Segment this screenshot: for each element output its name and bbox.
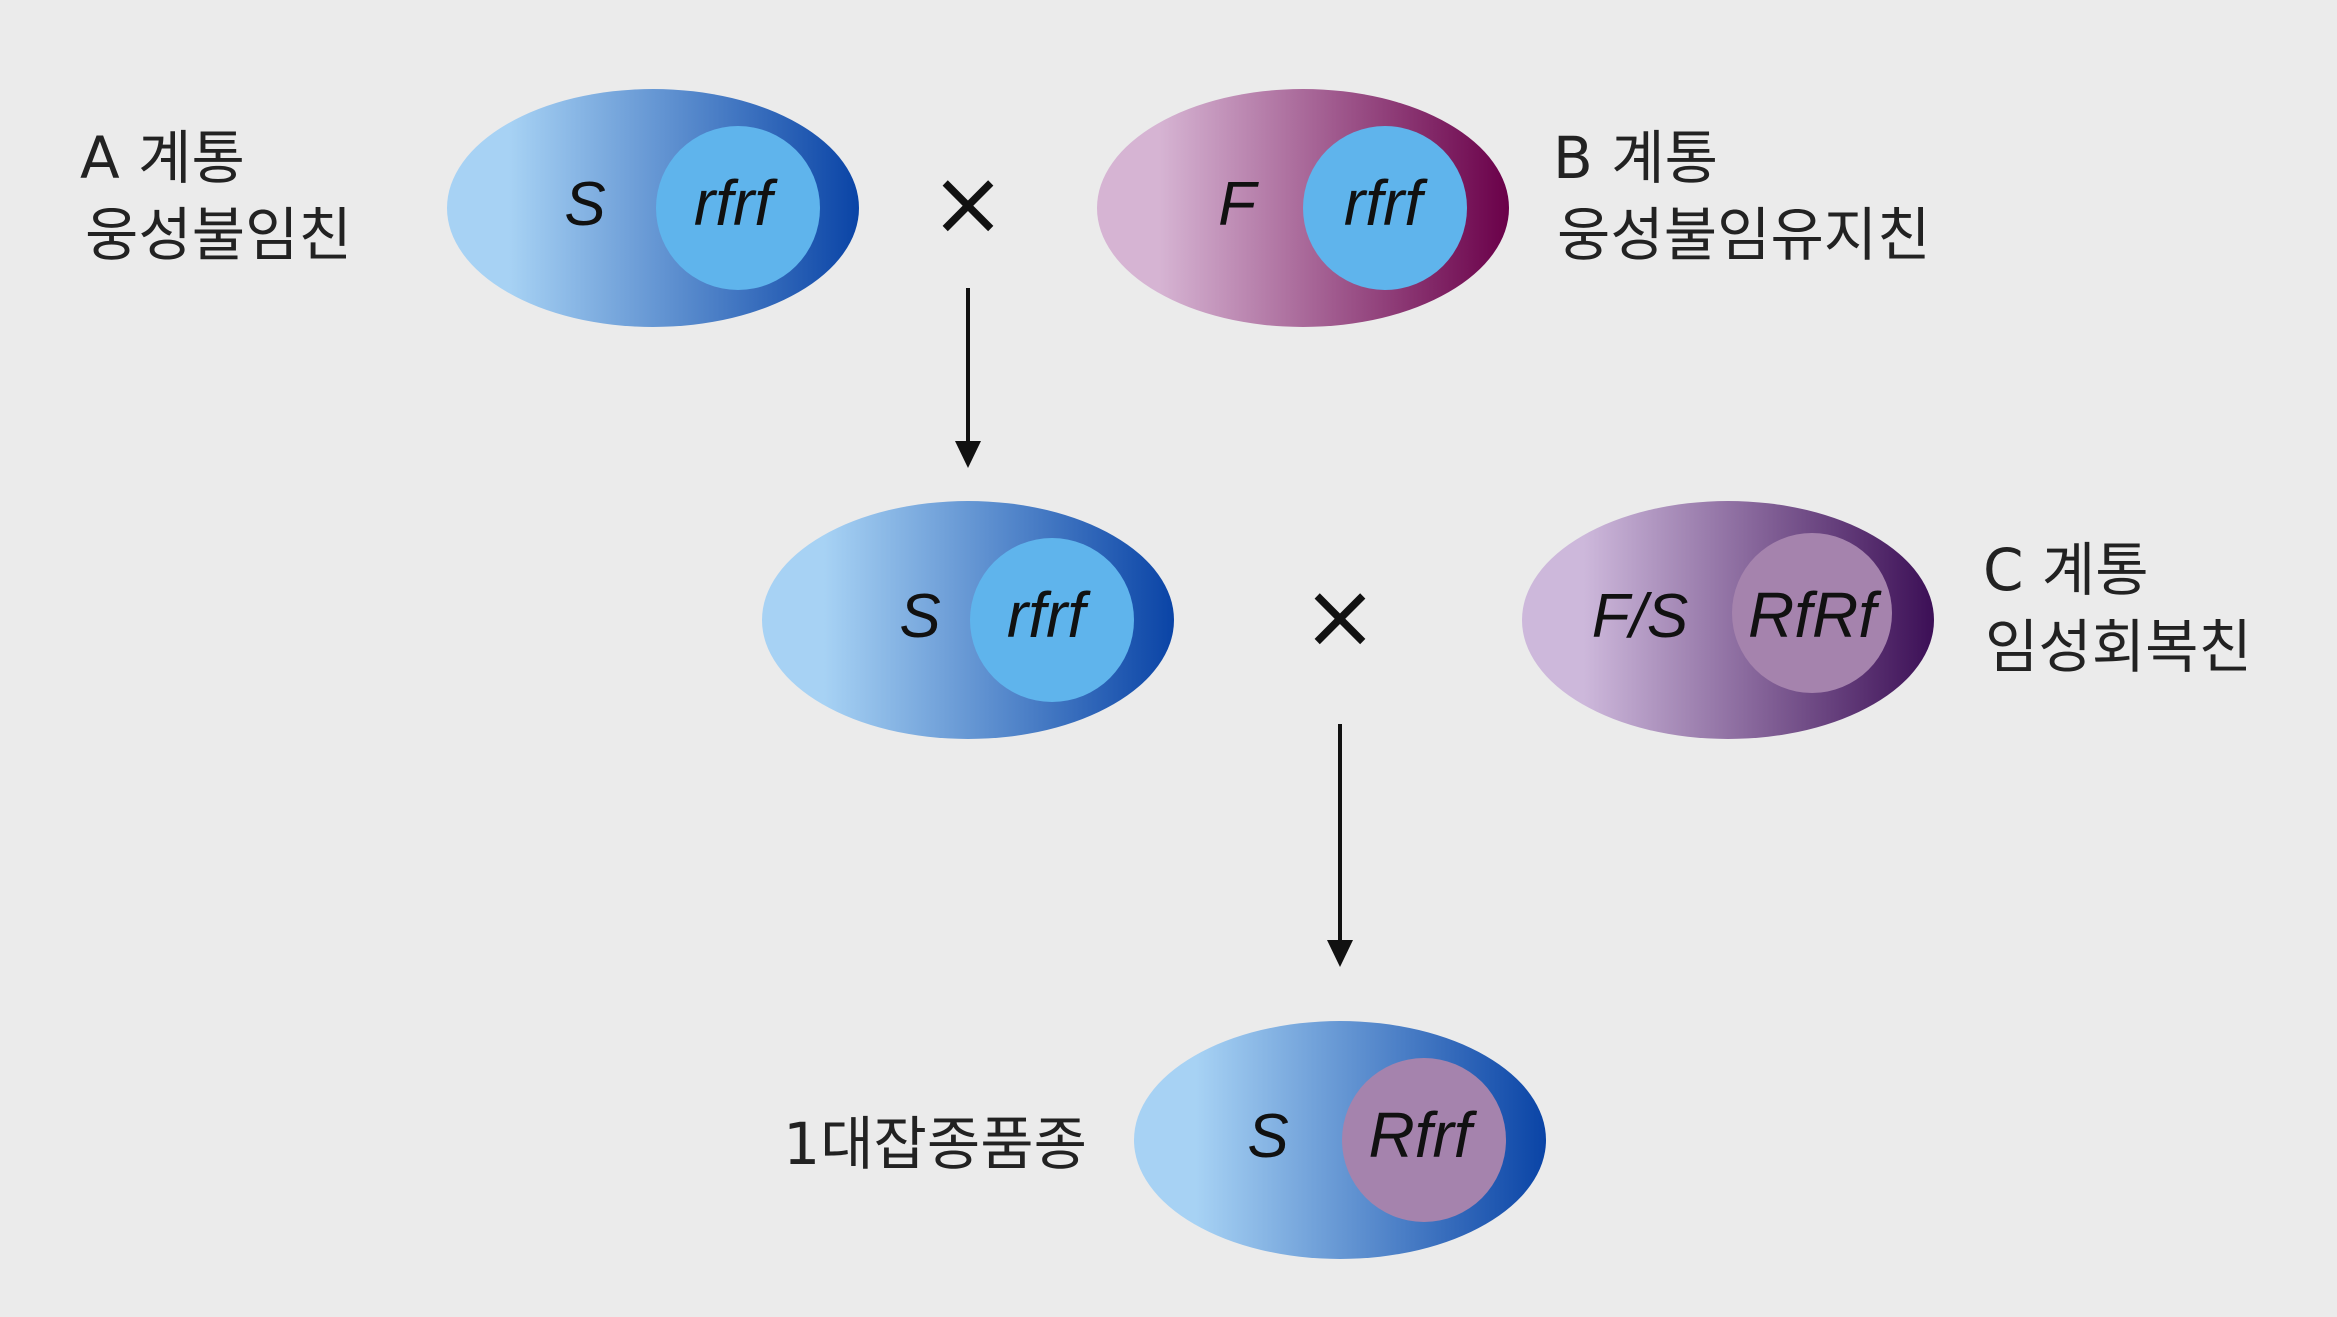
cross-multiply-icon: × xyxy=(1302,564,1377,669)
cross-multiply-icon: × xyxy=(930,151,1005,256)
line-a-cell: S rfrf xyxy=(447,89,859,327)
line-a-role: 웅성불임친 xyxy=(85,201,352,269)
line-a-name: A 계통 xyxy=(80,124,245,192)
line-b-name: B 계통 xyxy=(1553,124,1718,192)
arrow-down-icon xyxy=(955,288,981,468)
line-b-nucleus xyxy=(1303,126,1467,290)
f1-hybrid-nucleus-label: Rfrf xyxy=(1368,1099,1477,1171)
f1-hybrid-cell: S Rfrf xyxy=(1134,1021,1546,1259)
f1-hybrid-cytoplasm-label: S xyxy=(1247,1102,1288,1171)
line-c-cytoplasm-label: F/S xyxy=(1592,582,1688,651)
line-c-role: 임성회복친 xyxy=(1985,613,2252,681)
offspring-ab-nucleus xyxy=(970,538,1134,702)
line-c-nucleus xyxy=(1732,533,1892,693)
offspring-ab-cytoplasm-label: S xyxy=(899,582,940,651)
f1-hybrid-nucleus xyxy=(1342,1058,1506,1222)
line-b-nucleus-label: rfrf xyxy=(1344,167,1428,239)
line-a-nucleus-label: rfrf xyxy=(694,167,778,239)
line-c-cell: F/S RfRf xyxy=(1522,501,1934,739)
line-a-cytoplasm-label: S xyxy=(564,170,605,239)
line-c-nucleus-label: RfRf xyxy=(1748,579,1882,651)
offspring-ab-cell: S rfrf xyxy=(762,501,1174,739)
line-b-cytoplasm-label: F xyxy=(1218,170,1259,239)
line-b-role: 웅성불임유지친 xyxy=(1557,201,1931,269)
line-a-nucleus xyxy=(656,126,820,290)
line-c-name: C 계통 xyxy=(1983,536,2149,604)
f1-hybrid-label: 1대잡종품종 xyxy=(783,1110,1087,1178)
line-b-cell: F rfrf xyxy=(1097,89,1509,327)
arrow-down-icon xyxy=(1327,724,1353,967)
offspring-ab-nucleus-label: rfrf xyxy=(1007,579,1091,651)
